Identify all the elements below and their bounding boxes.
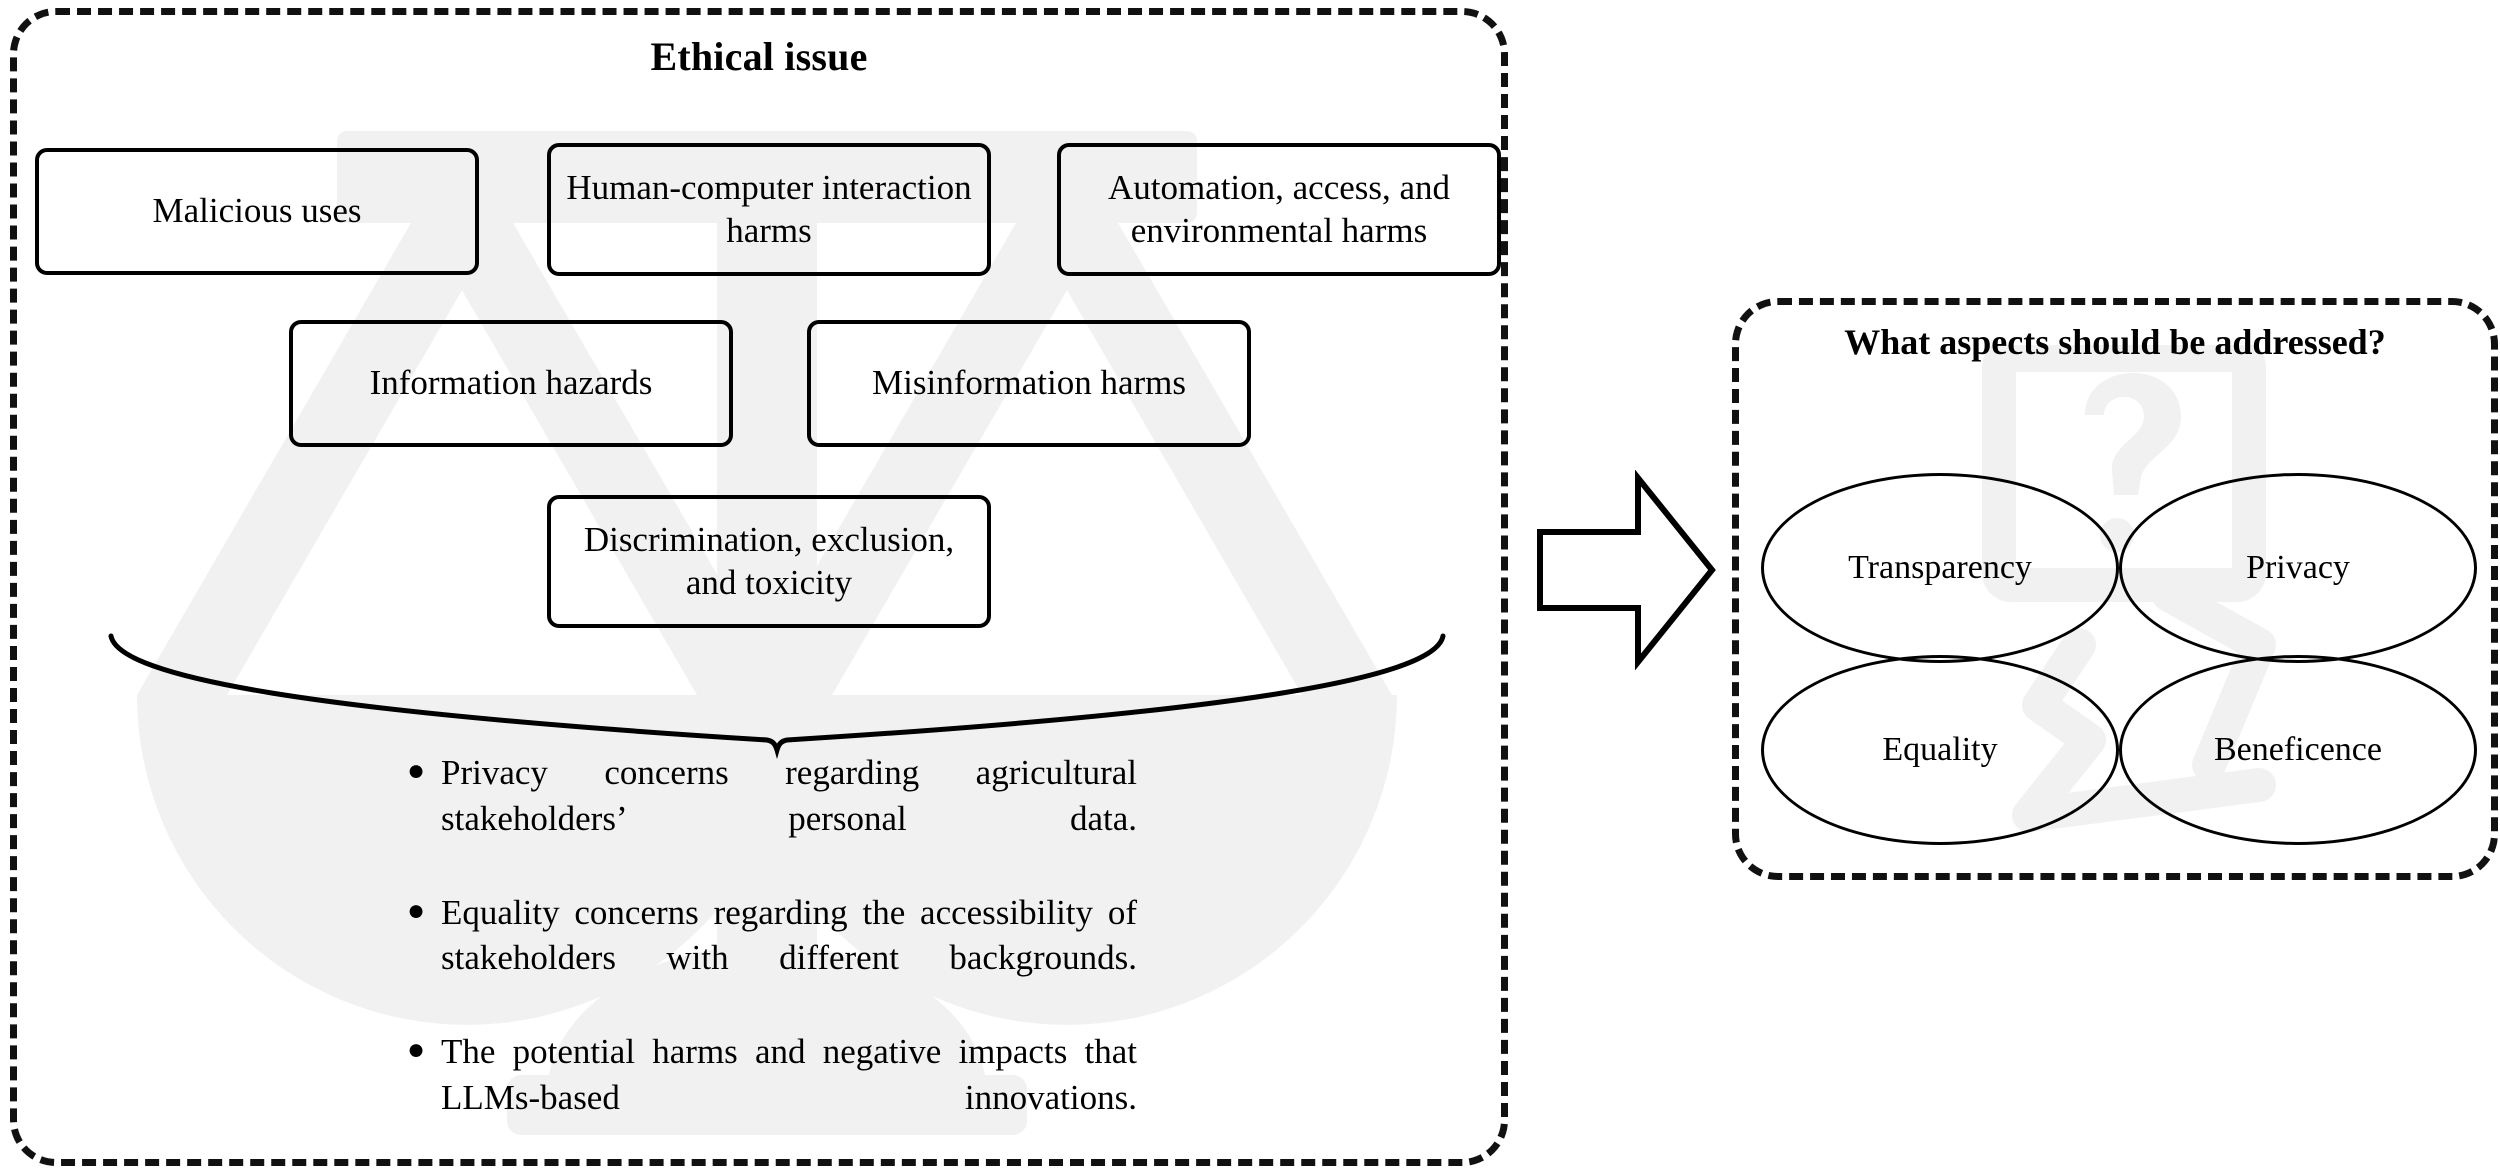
node-discrimination-exclusion-toxicity[interactable]: Discrimination, exclusion, and toxicity — [547, 495, 991, 628]
aspects-panel: What aspects should be addressed? Transp… — [1732, 298, 2498, 880]
aspects-panel-title: What aspects should be addressed? — [1844, 322, 2386, 362]
list-item-text: Privacy concerns regarding agricultural … — [441, 753, 1137, 838]
node-label: Automation, access, and environmental ha… — [1107, 167, 1451, 250]
node-label: Discrimination, exclusion, and toxicity — [583, 519, 955, 602]
list-item: ● Privacy concerns regarding agricultura… — [407, 750, 1137, 887]
node-label: Human-computer interaction harms — [566, 167, 972, 250]
balance-beam-icon — [108, 633, 1446, 760]
bullet-dot-icon: ● — [407, 893, 426, 927]
node-automation-harms[interactable]: Automation, access, and environmental ha… — [1057, 143, 1501, 276]
node-label: Misinformation harms — [872, 363, 1186, 403]
node-information-hazards[interactable]: Information hazards — [289, 320, 733, 447]
ethical-issue-bullet-list: ● Privacy concerns regarding agricultura… — [407, 750, 1137, 1169]
aspect-beneficence[interactable]: Beneficence — [2119, 655, 2477, 845]
list-item: ● Equality concerns regarding the access… — [407, 890, 1137, 1027]
list-item-text: Equality concerns regarding the accessib… — [441, 892, 1137, 978]
bullet-dot-icon: ● — [407, 1033, 426, 1066]
list-item: ● The potential harms and negative impac… — [407, 1029, 1137, 1166]
page-title: Ethical issue — [650, 34, 868, 79]
node-misinformation-harms[interactable]: Misinformation harms — [807, 320, 1251, 447]
node-hci-harms[interactable]: Human-computer interaction harms — [547, 143, 991, 276]
node-malicious-uses[interactable]: Malicious uses — [35, 148, 479, 275]
aspect-label: Beneficence — [2214, 731, 2382, 768]
node-label: Malicious uses — [152, 191, 362, 231]
aspect-label: Transparency — [1848, 549, 2032, 586]
aspect-label: Privacy — [2246, 549, 2350, 586]
aspect-privacy[interactable]: Privacy — [2119, 473, 2477, 663]
aspect-equality[interactable]: Equality — [1761, 655, 2119, 845]
node-label: Information hazards — [369, 363, 653, 403]
aspect-label: Equality — [1882, 731, 1998, 768]
right-arrow-icon — [1537, 470, 1716, 670]
aspect-transparency[interactable]: Transparency — [1761, 473, 2119, 663]
ethical-issue-panel: Ethical issue Malicious uses Human-compu… — [10, 8, 1508, 1166]
bullet-dot-icon: ● — [407, 754, 426, 787]
list-item-text: The potential harms and negative impacts… — [441, 1032, 1137, 1117]
